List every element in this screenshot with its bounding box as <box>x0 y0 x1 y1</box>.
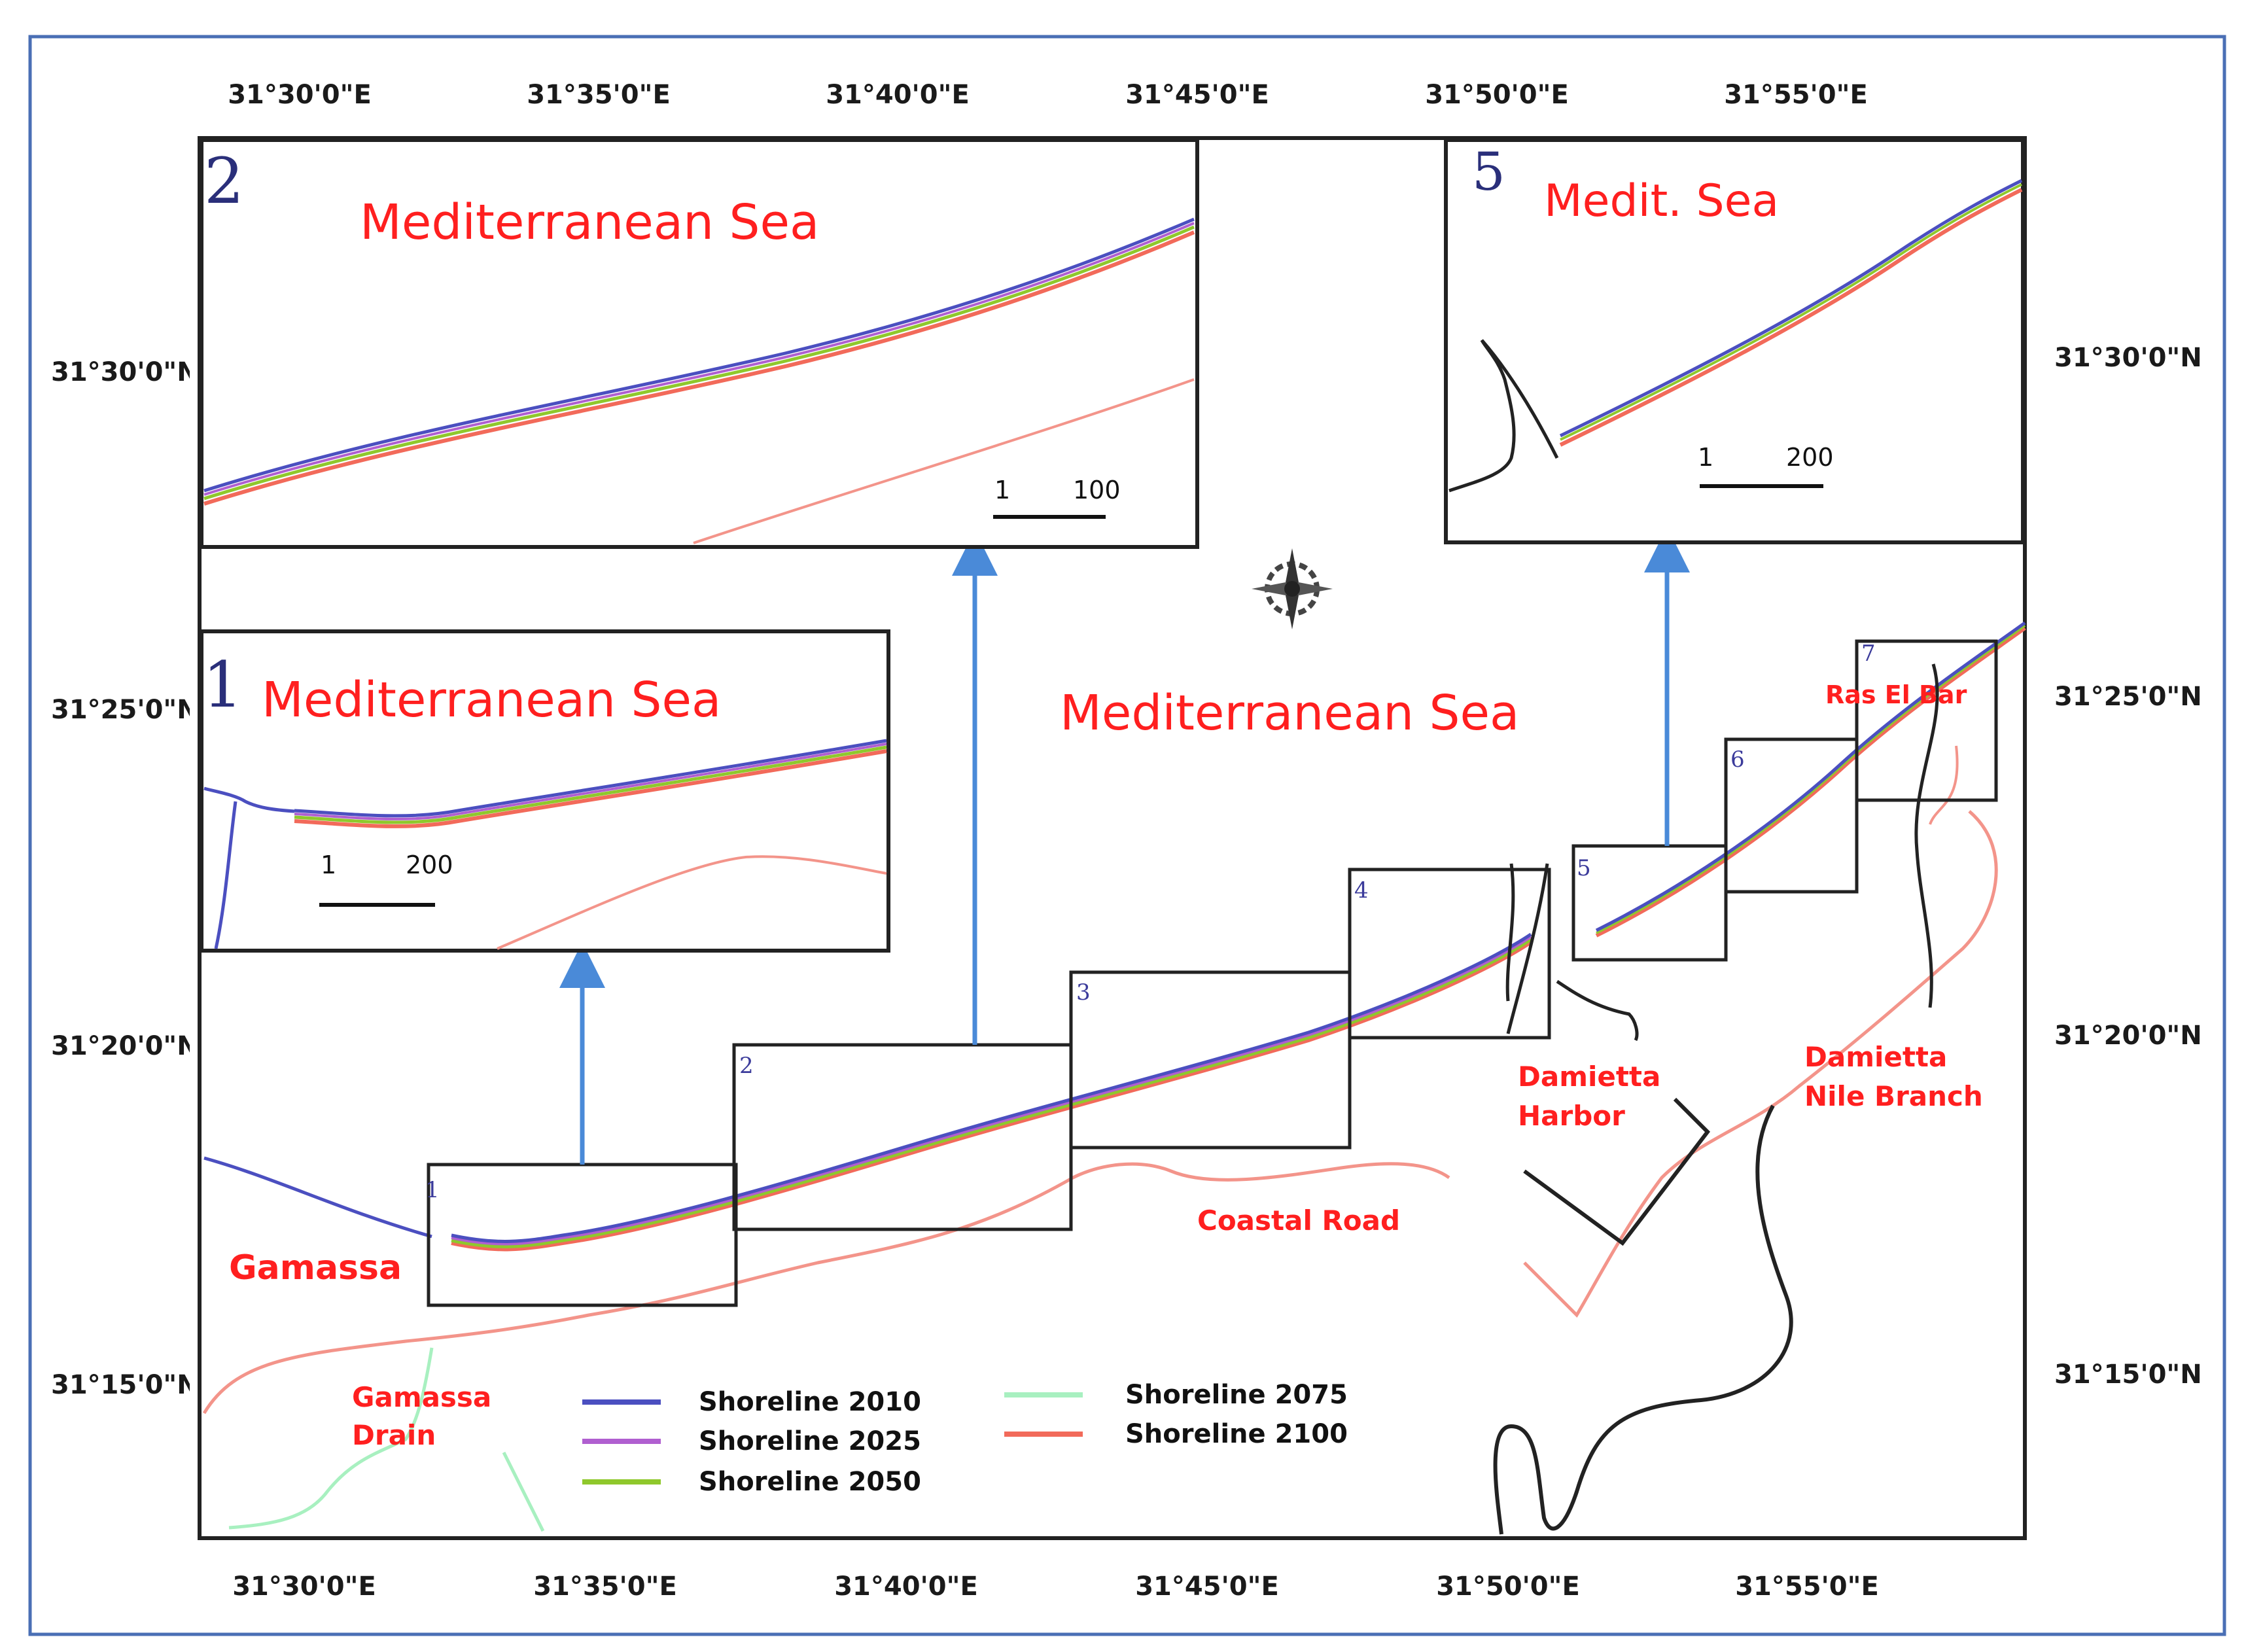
west-coastline <box>203 1156 432 1239</box>
scale-label: 200 <box>1786 443 1834 472</box>
box-number: 7 <box>1861 641 1876 667</box>
box-number: 1 <box>425 1177 440 1203</box>
bottom-tick-label: 31°55'0"E <box>1735 1572 1879 1602</box>
harbor-basin <box>1523 1097 1710 1246</box>
drain-branch <box>502 1451 545 1532</box>
scale-label: 200 <box>406 851 453 879</box>
box-number: 5 <box>1577 855 1591 881</box>
scale-label: 1 <box>1698 443 1713 472</box>
inset-sea-label: Mediterranean Sea <box>262 672 721 728</box>
harbor-breakwater <box>1506 863 1549 1034</box>
legend-label: Shoreline 2010 <box>699 1387 921 1417</box>
right-tick-label: 31°15'0"N <box>2054 1360 2202 1390</box>
right-axis: 31°30'0"N 31°25'0"N 31°20'0"N 31°15'0"N <box>2054 343 2202 1390</box>
place-label-damietta-harbor: Damietta <box>1518 1061 1660 1093</box>
study-box-3 <box>1069 970 1352 1150</box>
place-label-damietta-nile: Damietta <box>1804 1041 1947 1073</box>
right-tick-label: 31°20'0"N <box>2054 1021 2202 1051</box>
study-boxes: 1 2 3 4 5 6 7 <box>425 639 1998 1307</box>
harbor-outline <box>1448 339 1559 493</box>
place-label-damietta-nile: Nile Branch <box>1804 1080 1983 1112</box>
box-number: 4 <box>1354 877 1369 904</box>
legend-label: Shoreline 2075 <box>1125 1380 1348 1410</box>
box-number: 6 <box>1730 747 1745 773</box>
top-tick-label: 31°30'0"E <box>228 80 372 110</box>
place-label-gamassa: Gamassa <box>229 1248 402 1288</box>
scale-label: 100 <box>1073 476 1121 504</box>
legend-label: Shoreline 2025 <box>699 1426 921 1456</box>
top-tick-label: 31°55'0"E <box>1724 80 1868 110</box>
inset-2: 2 Mediterranean Sea 1 100 <box>200 138 1199 549</box>
sea-label: Mediterranean Sea <box>1060 685 1519 741</box>
left-tick-label: 31°20'0"N <box>51 1031 199 1061</box>
place-label-ras-el-bar: Ras El Bar <box>1825 680 1967 709</box>
top-tick-label: 31°50'0"E <box>1425 80 1569 110</box>
inset-number: 2 <box>204 145 244 218</box>
study-box-4 <box>1348 868 1551 1040</box>
study-box-7 <box>1855 639 1998 802</box>
scale-label: 1 <box>321 851 336 879</box>
right-tick-label: 31°30'0"N <box>2054 343 2202 373</box>
study-box-5 <box>1571 844 1728 962</box>
harbor-breakwater <box>1505 863 1515 1002</box>
bottom-tick-label: 31°30'0"E <box>232 1572 376 1602</box>
north-arrow-icon <box>1252 548 1333 629</box>
top-tick-label: 31°35'0"E <box>527 80 671 110</box>
inset-sea-label: Mediterranean Sea <box>360 194 819 251</box>
inset-number: 1 <box>203 648 243 722</box>
harbor-jetty <box>1556 979 1639 1042</box>
gamassa-drain <box>228 1347 434 1530</box>
bottom-tick-label: 31°50'0"E <box>1436 1572 1580 1602</box>
box-number: 2 <box>739 1053 754 1079</box>
bottom-tick-label: 31°35'0"E <box>533 1572 677 1602</box>
bottom-tick-label: 31°40'0"E <box>834 1572 978 1602</box>
study-box-6 <box>1724 737 1859 894</box>
coastal-road <box>202 1162 1450 1415</box>
place-label-coastal-road: Coastal Road <box>1197 1204 1400 1237</box>
top-axis: 31°30'0"E 31°35'0"E 31°40'0"E 31°45'0"E … <box>228 80 1868 110</box>
right-tick-label: 31°25'0"N <box>2054 682 2202 712</box>
bottom-tick-label: 31°45'0"E <box>1135 1572 1279 1602</box>
place-label-gamassa-drain: Gamassa <box>352 1381 491 1413</box>
legend-label: Shoreline 2050 <box>699 1467 921 1497</box>
left-axis: 31°30'0"N 31°25'0"N 31°20'0"N 31°15'0"N <box>51 357 199 1400</box>
scale-label: 1 <box>994 476 1010 504</box>
left-tick-label: 31°25'0"N <box>51 695 199 725</box>
left-tick-label: 31°15'0"N <box>51 1370 199 1400</box>
legend-label: Shoreline 2100 <box>1125 1419 1348 1449</box>
inset-5: 5 Medit. Sea 1 200 <box>1444 138 2025 544</box>
inset-1: 1 Mediterranean Sea 1 200 <box>200 629 890 953</box>
nile-branch <box>1914 663 1939 1008</box>
left-tick-label: 31°30'0"N <box>51 357 199 387</box>
inset-number: 5 <box>1472 141 1505 202</box>
bottom-axis: 31°30'0"E 31°35'0"E 31°40'0"E 31°45'0"E … <box>232 1572 1879 1602</box>
place-label-damietta-harbor: Harbor <box>1518 1100 1625 1132</box>
top-tick-label: 31°45'0"E <box>1125 80 1269 110</box>
coastal-road-east <box>1523 810 1998 1318</box>
inset-sea-label: Medit. Sea <box>1544 175 1779 227</box>
place-label-gamassa-drain: Drain <box>352 1419 436 1451</box>
top-tick-label: 31°40'0"E <box>826 80 970 110</box>
box-number: 3 <box>1076 979 1091 1006</box>
nile-branch-south <box>1493 1104 1793 1535</box>
main-shoreline <box>451 621 2026 1252</box>
legend: Shoreline 2010 Shoreline 2025 Shoreline … <box>582 1380 1348 1497</box>
